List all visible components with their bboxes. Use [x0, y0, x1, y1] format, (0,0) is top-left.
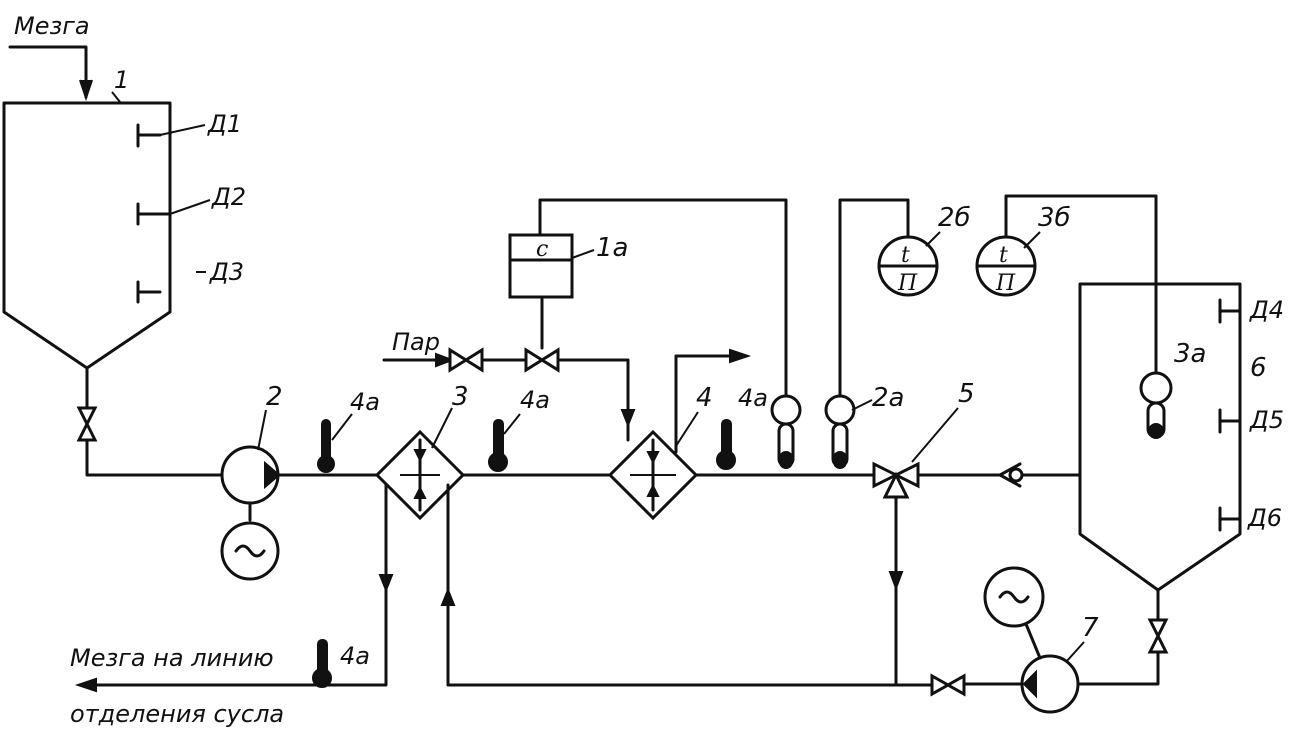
input-label: Мезга — [14, 12, 90, 40]
temperature-probe-2a — [824, 198, 910, 469]
tank-6 — [1078, 282, 1242, 592]
output-label-line2: отделения сусла — [70, 700, 284, 728]
hx-3-leader — [431, 407, 453, 449]
tank-6-label: 6 — [1250, 353, 1267, 383]
return-line-valve — [930, 673, 966, 697]
recorder-3b: t П — [975, 194, 1158, 374]
tank-6-outlet-valve — [1076, 588, 1169, 686]
pump-7-leader — [1065, 641, 1085, 663]
steam-valve-1 — [448, 347, 528, 373]
d2-label: Д2 — [211, 183, 246, 211]
hx-4-label: 4 — [696, 383, 713, 413]
controller-1a-leader — [571, 249, 595, 259]
recorder-2b-label: 2б — [938, 203, 971, 233]
level-sensor-d1 — [136, 123, 206, 148]
tank-1-label: 1 — [114, 66, 129, 94]
level-sensor-d5 — [1218, 408, 1242, 434]
temperature-probe-3a — [1139, 371, 1173, 439]
tank-1-outlet-valve — [76, 366, 224, 477]
steam-control-valve — [524, 296, 636, 442]
pump-2-label: 2 — [266, 382, 283, 412]
tank-1-leader — [111, 91, 121, 103]
pump-2 — [220, 445, 281, 581]
therm-b-leader — [503, 413, 521, 435]
controller-1a: c — [508, 198, 788, 400]
d3-label: Д3 — [209, 258, 244, 286]
therm-a-label: 4а — [350, 388, 380, 416]
temperature-probe-1 — [770, 394, 802, 469]
controller-1a-label: 1а — [596, 233, 628, 263]
probe-2a-leader — [851, 399, 873, 411]
level-sensor-d2 — [136, 199, 211, 226]
tank-1 — [2, 101, 172, 370]
thermometer-4a-2 — [488, 419, 508, 472]
hx-3-label: 3 — [452, 382, 469, 412]
therm-a-leader — [331, 413, 353, 441]
hx-4-leader — [675, 411, 699, 447]
recorder-2b-leader — [925, 231, 941, 247]
probe-2a-label: 2а — [872, 383, 904, 413]
thermometer-4a-1 — [317, 419, 335, 473]
pump-7-label: 7 — [1082, 613, 1099, 643]
d6-label: Д6 — [1247, 504, 1282, 532]
recirculation-return-line — [440, 483, 934, 687]
therm-d-label: 4а — [340, 642, 370, 670]
controller-mark: c — [536, 237, 548, 262]
d4-label: Д4 — [1249, 296, 1284, 324]
recorder-3b-top: t — [999, 243, 1008, 268]
input-arrow — [8, 45, 93, 102]
therm-c-label: 4а — [738, 384, 768, 412]
recorder-2b-top: t — [901, 243, 910, 268]
therm-b-label: 4а — [520, 386, 550, 414]
steam-inlet — [382, 352, 455, 368]
d5-label: Д5 — [1249, 406, 1284, 434]
three-way-valve-5 — [872, 461, 1002, 687]
level-sensor-d6 — [1218, 506, 1242, 532]
valve-5-leader — [911, 407, 959, 463]
level-sensor-d3 — [136, 271, 206, 304]
output-label-line1: Мезга на линию — [70, 644, 274, 672]
thermometer-4a-3 — [716, 419, 736, 470]
recorder-3b-label: 3б — [1038, 203, 1071, 233]
recorder-2b: t П — [877, 235, 939, 297]
probe-3a-label: 3а — [1174, 339, 1206, 369]
d1-label: Д1 — [207, 110, 242, 138]
check-valve — [998, 462, 1082, 488]
level-sensor-d4 — [1218, 298, 1242, 324]
steam-label: Пар — [392, 328, 440, 356]
heat-exchanger-3 — [374, 429, 466, 521]
pump-2-leader — [257, 409, 267, 451]
output-line — [74, 483, 394, 693]
heat-exchanger-4 — [607, 348, 752, 521]
recorder-3b-leader — [1023, 231, 1041, 249]
valve-5-label: 5 — [958, 379, 975, 409]
pump-7 — [962, 566, 1080, 714]
recorder-2b-bottom: П — [897, 271, 918, 296]
recorder-3b-bottom: П — [995, 271, 1016, 296]
thermometer-4a-4 — [312, 639, 332, 688]
